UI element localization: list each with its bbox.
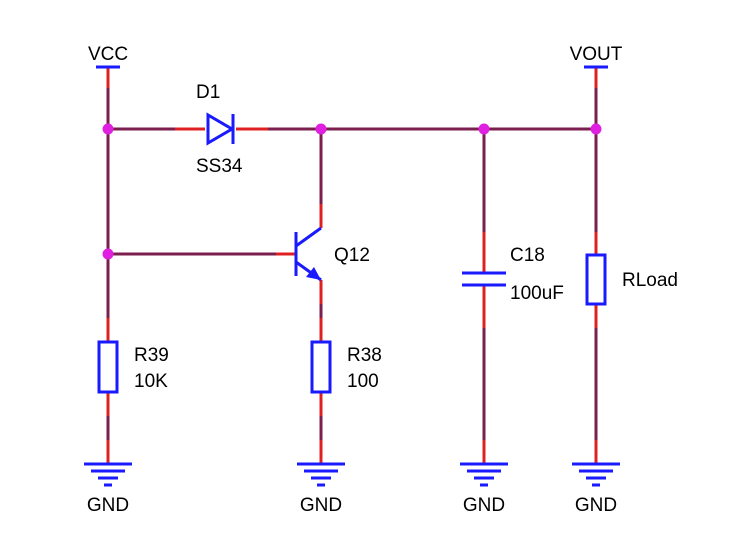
q12-ref-label: Q12 [334, 245, 370, 266]
junction-dot-icon [102, 123, 114, 135]
d1-value-label: SS34 [196, 156, 243, 177]
rload-body-icon [585, 253, 607, 306]
transistor-q12[interactable]: Q12 [294, 226, 370, 282]
vcc-label: VCC [88, 44, 128, 65]
ground-4[interactable]: GND [572, 462, 620, 516]
resistor-rload[interactable]: RLoad [585, 253, 678, 306]
r39-body-icon [97, 340, 119, 394]
junction-dot-icon [102, 248, 114, 260]
diode-triangle-icon [206, 112, 235, 146]
r38-value-label: 100 [347, 371, 379, 392]
r39-value-label: 10K [134, 371, 168, 392]
d1-ref-label: D1 [196, 82, 220, 103]
pin-stubs [106, 68, 598, 464]
resistor-r38[interactable]: R38 100 [310, 340, 382, 394]
vout-port[interactable]: VOUT [570, 44, 623, 69]
r38-ref-label: R38 [347, 345, 382, 366]
gnd-label: GND [300, 495, 342, 516]
ground-3[interactable]: GND [460, 462, 508, 516]
gnd-label: GND [87, 495, 129, 516]
ground-2[interactable]: GND [297, 462, 345, 516]
vcc-port[interactable]: VCC [88, 44, 128, 69]
junction-dot-icon [478, 123, 490, 135]
capacitor-c18[interactable]: C18 100uF [462, 245, 564, 304]
ground-icon [572, 462, 620, 487]
r39-ref-label: R39 [134, 345, 169, 366]
diode-d1[interactable]: D1 SS34 [196, 82, 243, 177]
gnd-label: GND [575, 495, 617, 516]
ground-icon [84, 462, 132, 487]
q12-emitter-arrow-icon [306, 267, 321, 280]
junctions [102, 123, 602, 260]
rload-ref-label: RLoad [622, 270, 678, 291]
vout-label: VOUT [570, 44, 623, 65]
q12-collector-leg-icon [295, 226, 322, 248]
gnd-label: GND [463, 495, 505, 516]
c18-value-label: 100uF [510, 283, 564, 304]
ground-icon [297, 462, 345, 487]
ground-1[interactable]: GND [84, 462, 132, 516]
r38-body-icon [310, 340, 332, 394]
ground-icon [460, 462, 508, 487]
junction-dot-icon [590, 123, 602, 135]
junction-dot-icon [315, 123, 327, 135]
resistor-r39[interactable]: R39 10K [97, 340, 169, 394]
c18-ref-label: C18 [510, 245, 545, 266]
